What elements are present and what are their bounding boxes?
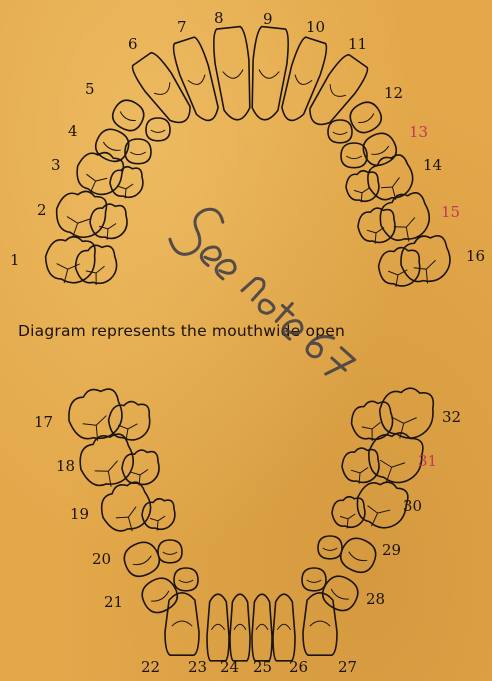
- pencil-annotation: [0, 0, 492, 681]
- dental-chart: 1 2 3 4 5 6 7 8 9 10 11 12 13 14 15 16 D…: [0, 0, 492, 681]
